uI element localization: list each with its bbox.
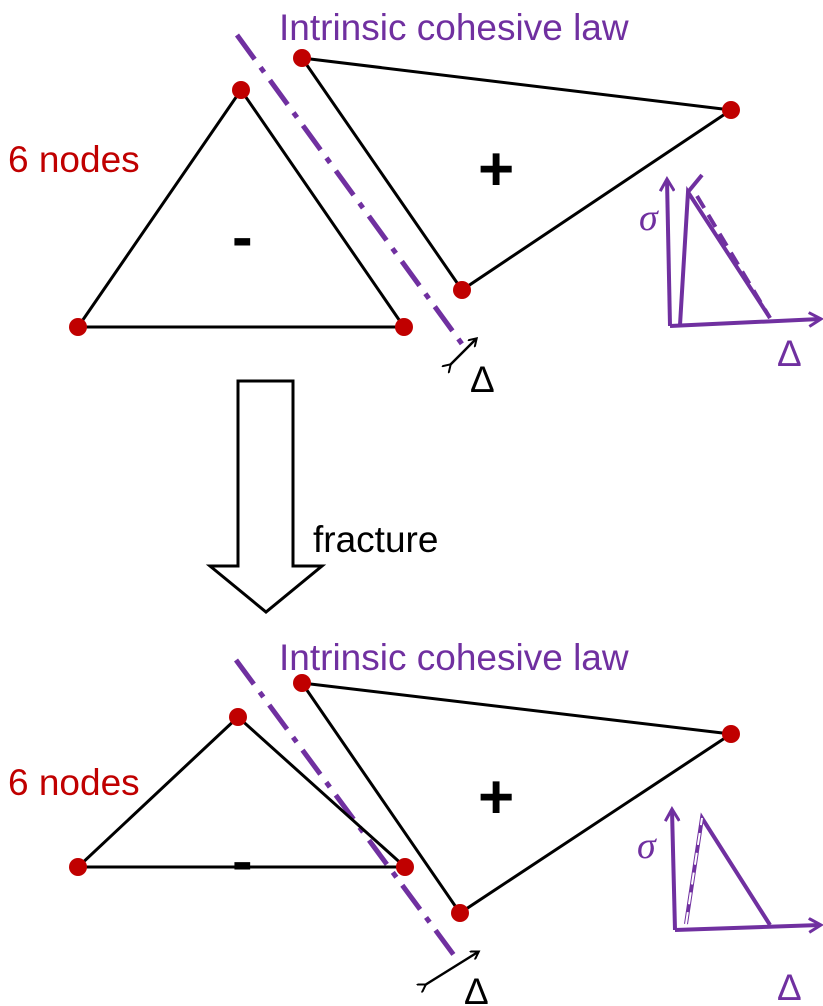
bottom-node [229, 708, 247, 726]
bottom-law-title: Intrinsic cohesive law [279, 637, 629, 678]
bottom-sigma-axis [672, 810, 675, 931]
bottom-left-element [74, 714, 409, 869]
top-node [722, 101, 740, 119]
bottom-minus-sign: - [232, 827, 253, 896]
top-gap-arrow [450, 339, 476, 365]
bottom-gap-delta-label: Δ [464, 971, 489, 1006]
top-law-unload [686, 173, 704, 194]
top-left-element [75, 87, 407, 329]
top-node [69, 318, 87, 336]
top-node [395, 318, 413, 336]
top-law-title: Intrinsic cohesive law [279, 7, 629, 48]
top-cohesive-law-plot: σ Δ [639, 173, 820, 374]
bottom-right-element [298, 681, 736, 916]
bottom-cohesive-law-plot: σ Δ [637, 810, 820, 1006]
bottom-sigma-label: σ [637, 825, 657, 867]
bottom-delta-axis [674, 925, 820, 930]
top-law-curve [678, 185, 772, 326]
top-sigma-label: σ [639, 197, 659, 239]
top-gap-delta-label: Δ [470, 359, 495, 400]
top-minus-sign: - [232, 203, 253, 272]
top-law-delta-label: Δ [777, 333, 802, 374]
top-delta-axis [669, 319, 820, 328]
fracture-arrow: fracture [205, 379, 438, 614]
top-right-element [298, 56, 736, 293]
top-node [232, 81, 250, 99]
down-arrow-shape [205, 379, 327, 614]
bottom-gap-arrow [425, 952, 478, 985]
bottom-plus-sign: + [478, 763, 514, 832]
bottom-node [69, 858, 87, 876]
top-panel: Intrinsic cohesive law 6 nodes - + Δ σ Δ [8, 7, 820, 400]
bottom-node [293, 674, 311, 692]
bottom-node [396, 858, 414, 876]
bottom-law-delta-label: Δ [777, 967, 802, 1006]
fracture-label: fracture [313, 519, 438, 560]
bottom-node [451, 904, 469, 922]
top-sigma-axis [667, 180, 670, 327]
top-plus-sign: + [478, 135, 514, 204]
top-law-dashed [695, 194, 772, 320]
bottom-nodes-label: 6 nodes [8, 762, 140, 803]
bottom-panel: Intrinsic cohesive law 6 nodes - + Δ σ Δ [8, 637, 820, 1006]
bottom-law-dashed [685, 817, 703, 925]
top-node [453, 281, 471, 299]
bottom-crack-line [233, 658, 459, 960]
bottom-node [722, 725, 740, 743]
top-nodes-label: 6 nodes [8, 139, 140, 180]
top-crack-line [234, 33, 465, 346]
top-node [293, 49, 311, 67]
